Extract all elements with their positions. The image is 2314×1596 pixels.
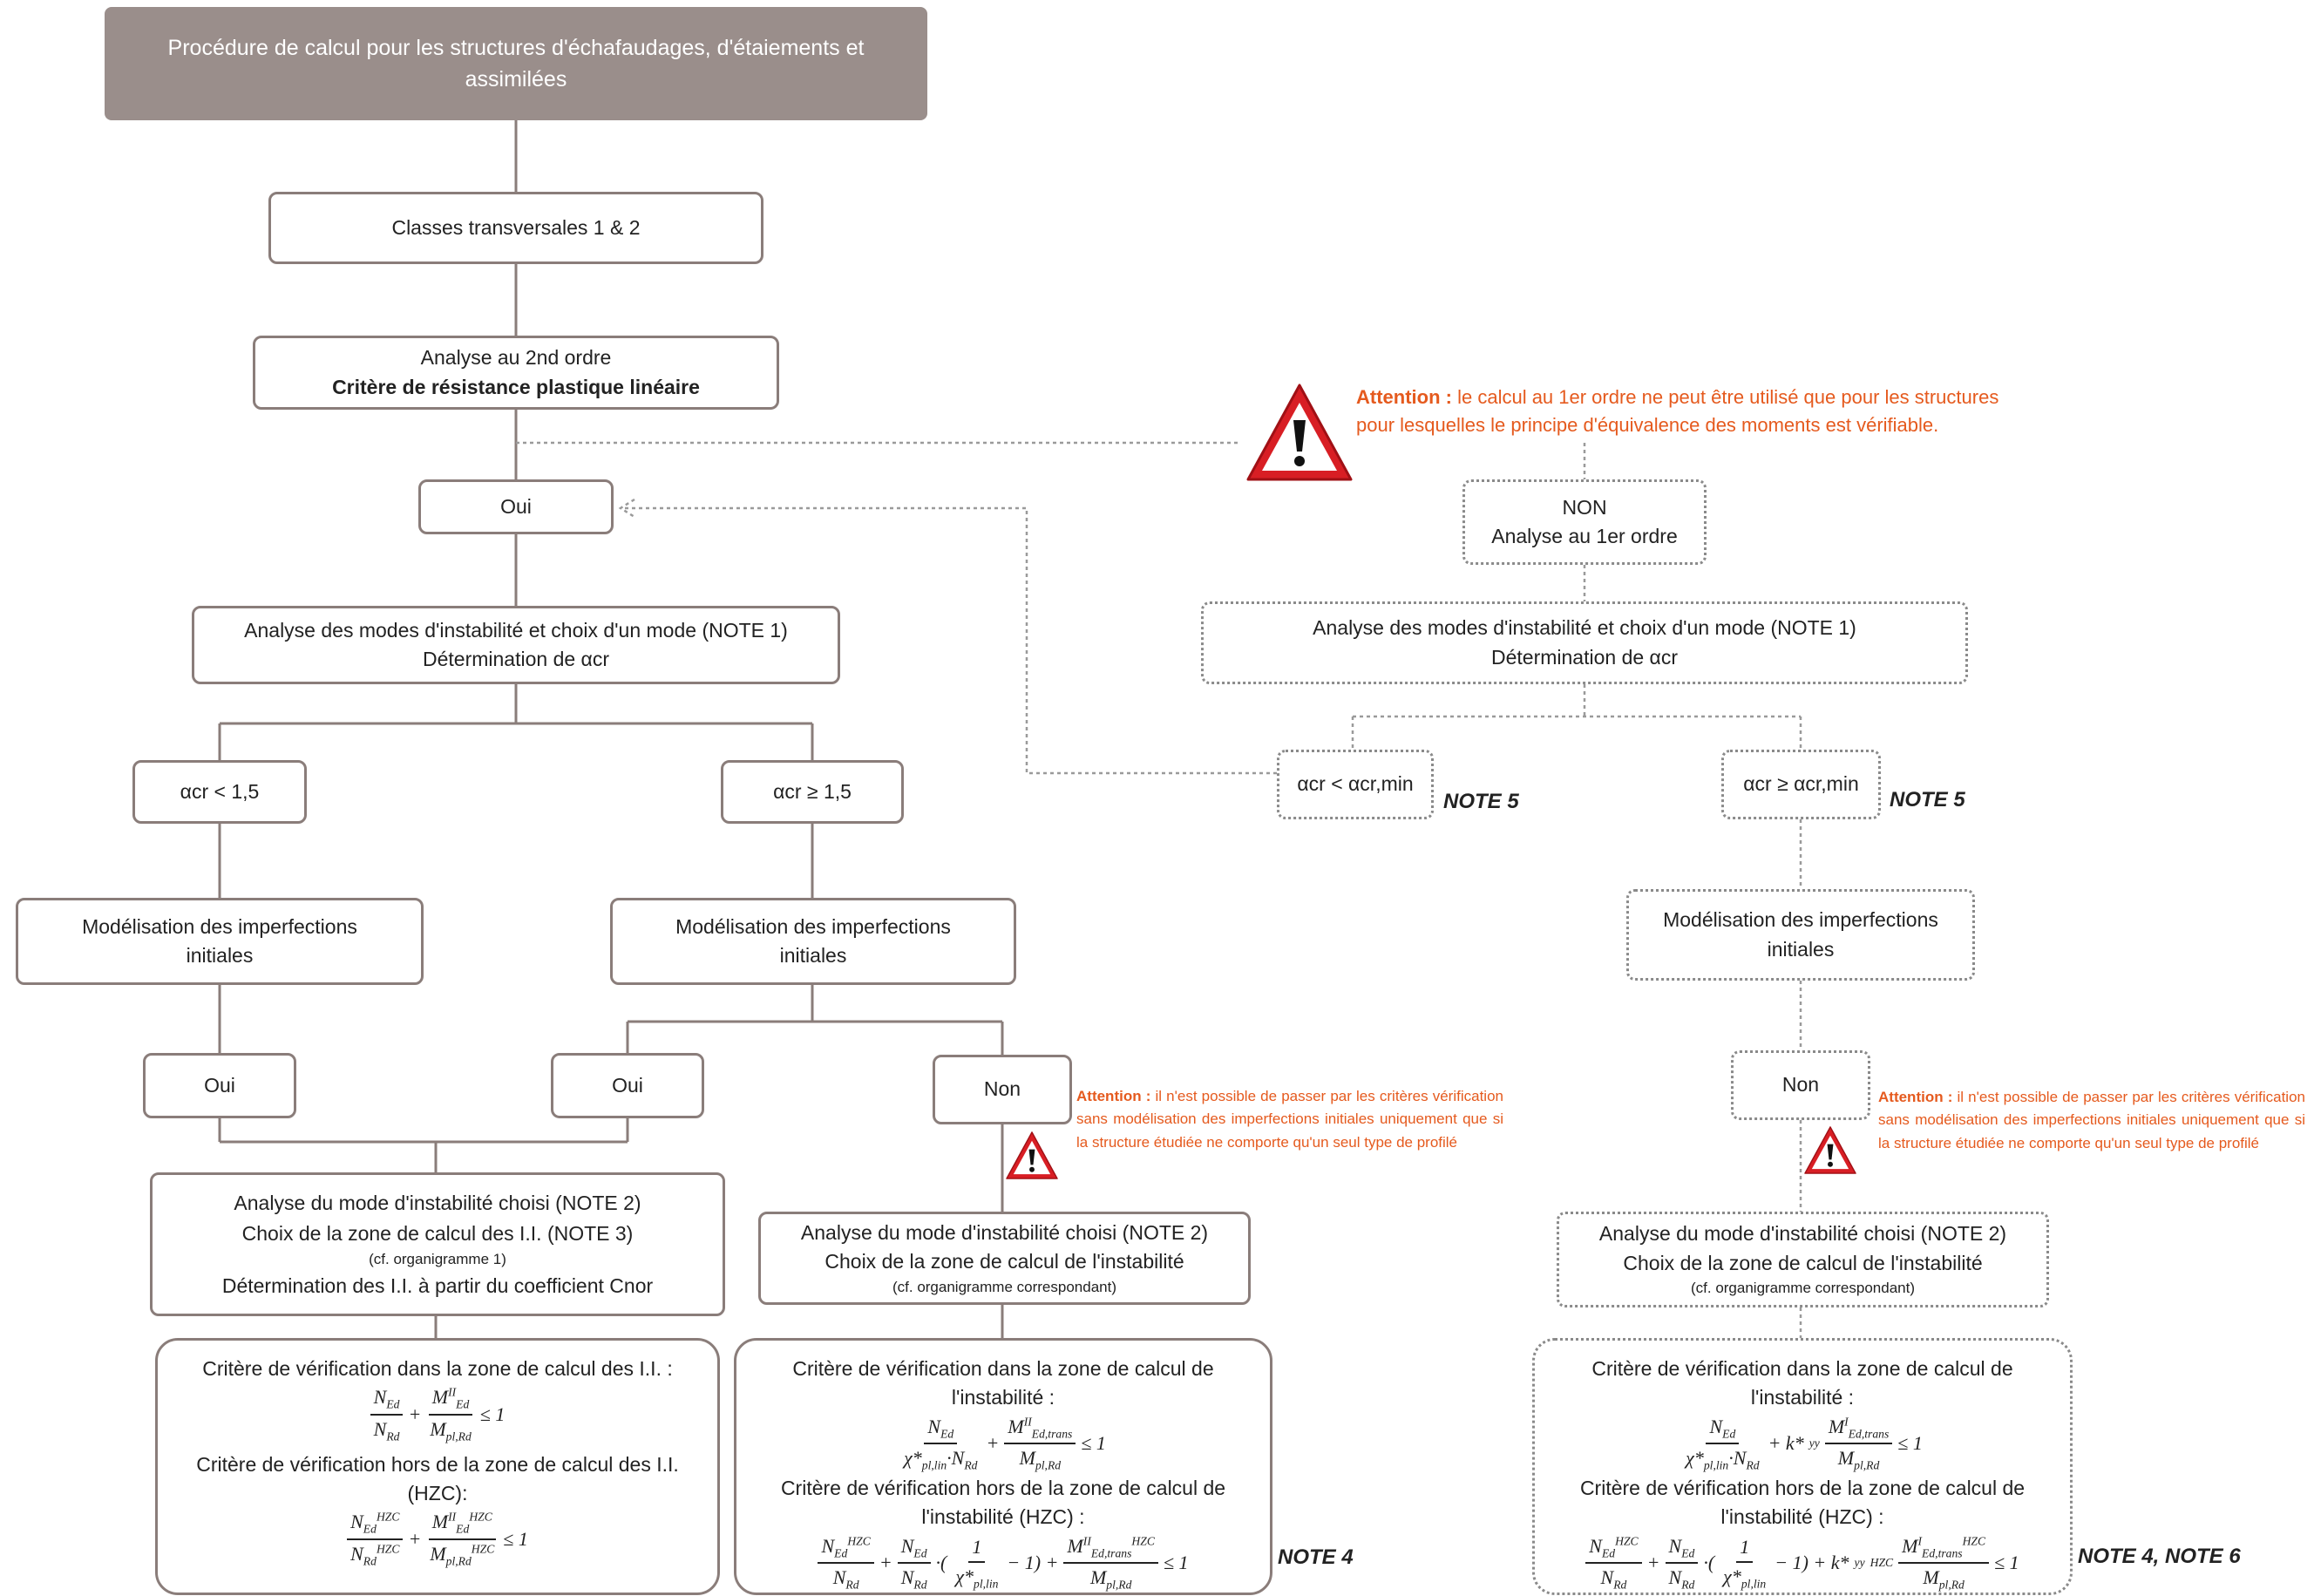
alpha-lt-text: αcr < 1,5 (180, 779, 260, 803)
oui-middle-text: Oui (612, 1073, 643, 1097)
choisi-box-middle: Analyse du mode d'instabilité choisi (NO… (758, 1212, 1251, 1305)
oui-top-box: Oui (418, 479, 614, 534)
analyse-2nd-ordre-box: Analyse au 2nd ordre Critère de résistan… (253, 336, 779, 410)
choisi-box-right: Analyse du mode d'instabilité choisi (NO… (1557, 1212, 2049, 1307)
warning-icon (1006, 1131, 1058, 1179)
analyse-2nd-ordre-text: Analyse au 2nd ordre (420, 346, 612, 370)
classes-text: Classes transversales 1 & 2 (391, 215, 641, 239)
choisi-middle-line1: Analyse du mode d'instabilité choisi (NO… (800, 1220, 1209, 1244)
imperfections-box-left: Modélisation des imperfections initiales (16, 898, 424, 985)
criteria-box-right: Critère de vérification dans la zone de … (1532, 1338, 2073, 1595)
choisi-right-line3: (cf. organigramme correspondant) (1690, 1280, 1915, 1297)
warning-small-right: Attention : il n'est possible de passer … (1878, 1086, 2305, 1155)
oui-left-text: Oui (204, 1073, 235, 1097)
imperfections-box-right: Modélisation des imperfections initiales (1626, 889, 1975, 981)
imperfections-middle-text: Modélisation des imperfections initiales (675, 914, 951, 967)
non-top-line1: NON (1562, 495, 1607, 519)
warning-main-text-2: pour lesquelles le principe d'équivalenc… (1356, 413, 1939, 436)
choisi-left-line4: Détermination des I.I. à partir du coeff… (221, 1273, 654, 1297)
title-box: Procédure de calcul pour les structures … (105, 7, 927, 120)
non-middle-text: Non (983, 1077, 1021, 1101)
non-box-right: Non (1731, 1050, 1870, 1120)
choisi-left-line1: Analyse du mode d'instabilité choisi (NO… (234, 1192, 641, 1214)
modes-left-line1: Analyse des modes d'instabilité et choix… (244, 618, 788, 642)
criteria-left-line1: Critère de vérification dans la zone de … (202, 1357, 673, 1380)
alpha-min-ge-text: αcr ≥ αcr,min (1743, 772, 1859, 796)
modes-box-right: Analyse des modes d'instabilité et choix… (1201, 601, 1968, 684)
oui-box-left: Oui (143, 1053, 296, 1118)
non-right-text: Non (1781, 1073, 1820, 1097)
note-5-left-label: NOTE 5 (1443, 790, 1519, 813)
alpha-min-lt-text: αcr < αcr,min (1297, 772, 1414, 796)
modes-right-line2: Détermination de αcr (1491, 645, 1678, 669)
choisi-left-line2: Choix de la zone de calcul des I.I. (NOT… (241, 1221, 634, 1245)
alpha-ge-text: αcr ≥ 1,5 (773, 779, 852, 803)
alpha-min-ge-box: αcr ≥ αcr,min (1721, 750, 1881, 819)
modes-left-line2: Détermination de αcr (423, 648, 609, 670)
criteria-left-line2: Critère de vérification hors de la zone … (196, 1452, 679, 1504)
criteria-box-middle: Critère de vérification dans la zone de … (734, 1338, 1272, 1595)
choisi-box-left: Analyse du mode d'instabilité choisi (NO… (150, 1172, 725, 1316)
classes-box: Classes transversales 1 & 2 (268, 192, 763, 264)
warning-icon (1246, 384, 1353, 481)
warning-small-right-label: Attention : (1878, 1089, 1953, 1105)
warning-small-middle-text: il n'est possible de passer par les crit… (1076, 1088, 1503, 1151)
choisi-left-line3: (cf. organigramme 1) (369, 1251, 506, 1267)
modes-right-line1: Analyse des modes d'instabilité et choix… (1313, 616, 1856, 640)
alpha-ge-box: αcr ≥ 1,5 (721, 760, 904, 824)
criteria-right-line2: Critère de vérification hors de la zone … (1579, 1477, 2026, 1529)
warning-main-text-1: le calcul au 1er ordre ne peut être util… (1457, 386, 1999, 408)
choisi-right-line1: Analyse du mode d'instabilité choisi (NO… (1598, 1222, 2007, 1246)
warning-small-middle-label: Attention : (1076, 1088, 1151, 1104)
note-4-label: NOTE 4 (1278, 1545, 1354, 1569)
non-box-middle: Non (933, 1055, 1072, 1124)
title-text: Procédure de calcul pour les structures … (167, 35, 865, 92)
alpha-lt-box: αcr < 1,5 (132, 760, 307, 824)
modes-box-left: Analyse des modes d'instabilité et choix… (192, 606, 840, 684)
choisi-middle-line2: Choix de la zone de calcul de l'instabil… (824, 1250, 1184, 1273)
criteria-box-left: Critère de vérification dans la zone de … (155, 1338, 720, 1595)
imperfections-right-text: Modélisation des imperfections initiales (1663, 908, 1938, 961)
imperfections-left-text: Modélisation des imperfections initiales (82, 914, 357, 967)
non-top-line2: Analyse au 1er ordre (1491, 525, 1678, 547)
warning-small-right-text: il n'est possible de passer par les crit… (1878, 1089, 2305, 1151)
oui-box-middle: Oui (551, 1053, 704, 1118)
note-4-6-label: NOTE 4, NOTE 6 (2078, 1545, 2241, 1568)
criteria-middle-line1: Critère de vérification dans la zone de … (792, 1357, 1214, 1409)
note-5-right-label: NOTE 5 (1890, 788, 1965, 812)
critere-resistance-text: Critère de résistance plastique linéaire (332, 375, 700, 398)
non-top-box: NON Analyse au 1er ordre (1462, 479, 1707, 565)
choisi-right-line2: Choix de la zone de calcul de l'instabil… (1623, 1251, 1983, 1274)
criteria-right-line1: Critère de vérification dans la zone de … (1591, 1357, 2013, 1409)
warning-icon (1804, 1126, 1856, 1174)
alpha-min-lt-box: αcr < αcr,min (1277, 750, 1434, 819)
oui-top-text: Oui (500, 494, 532, 518)
warning-main-label: Attention : (1356, 386, 1452, 408)
criteria-middle-line2: Critère de vérification hors de la zone … (780, 1477, 1226, 1529)
warning-main: Attention : le calcul au 1er ordre ne pe… (1356, 384, 2228, 439)
warning-small-middle: Attention : il n'est possible de passer … (1076, 1085, 1503, 1154)
choisi-middle-line3: (cf. organigramme correspondant) (892, 1278, 1116, 1295)
imperfections-box-middle: Modélisation des imperfections initiales (610, 898, 1016, 985)
